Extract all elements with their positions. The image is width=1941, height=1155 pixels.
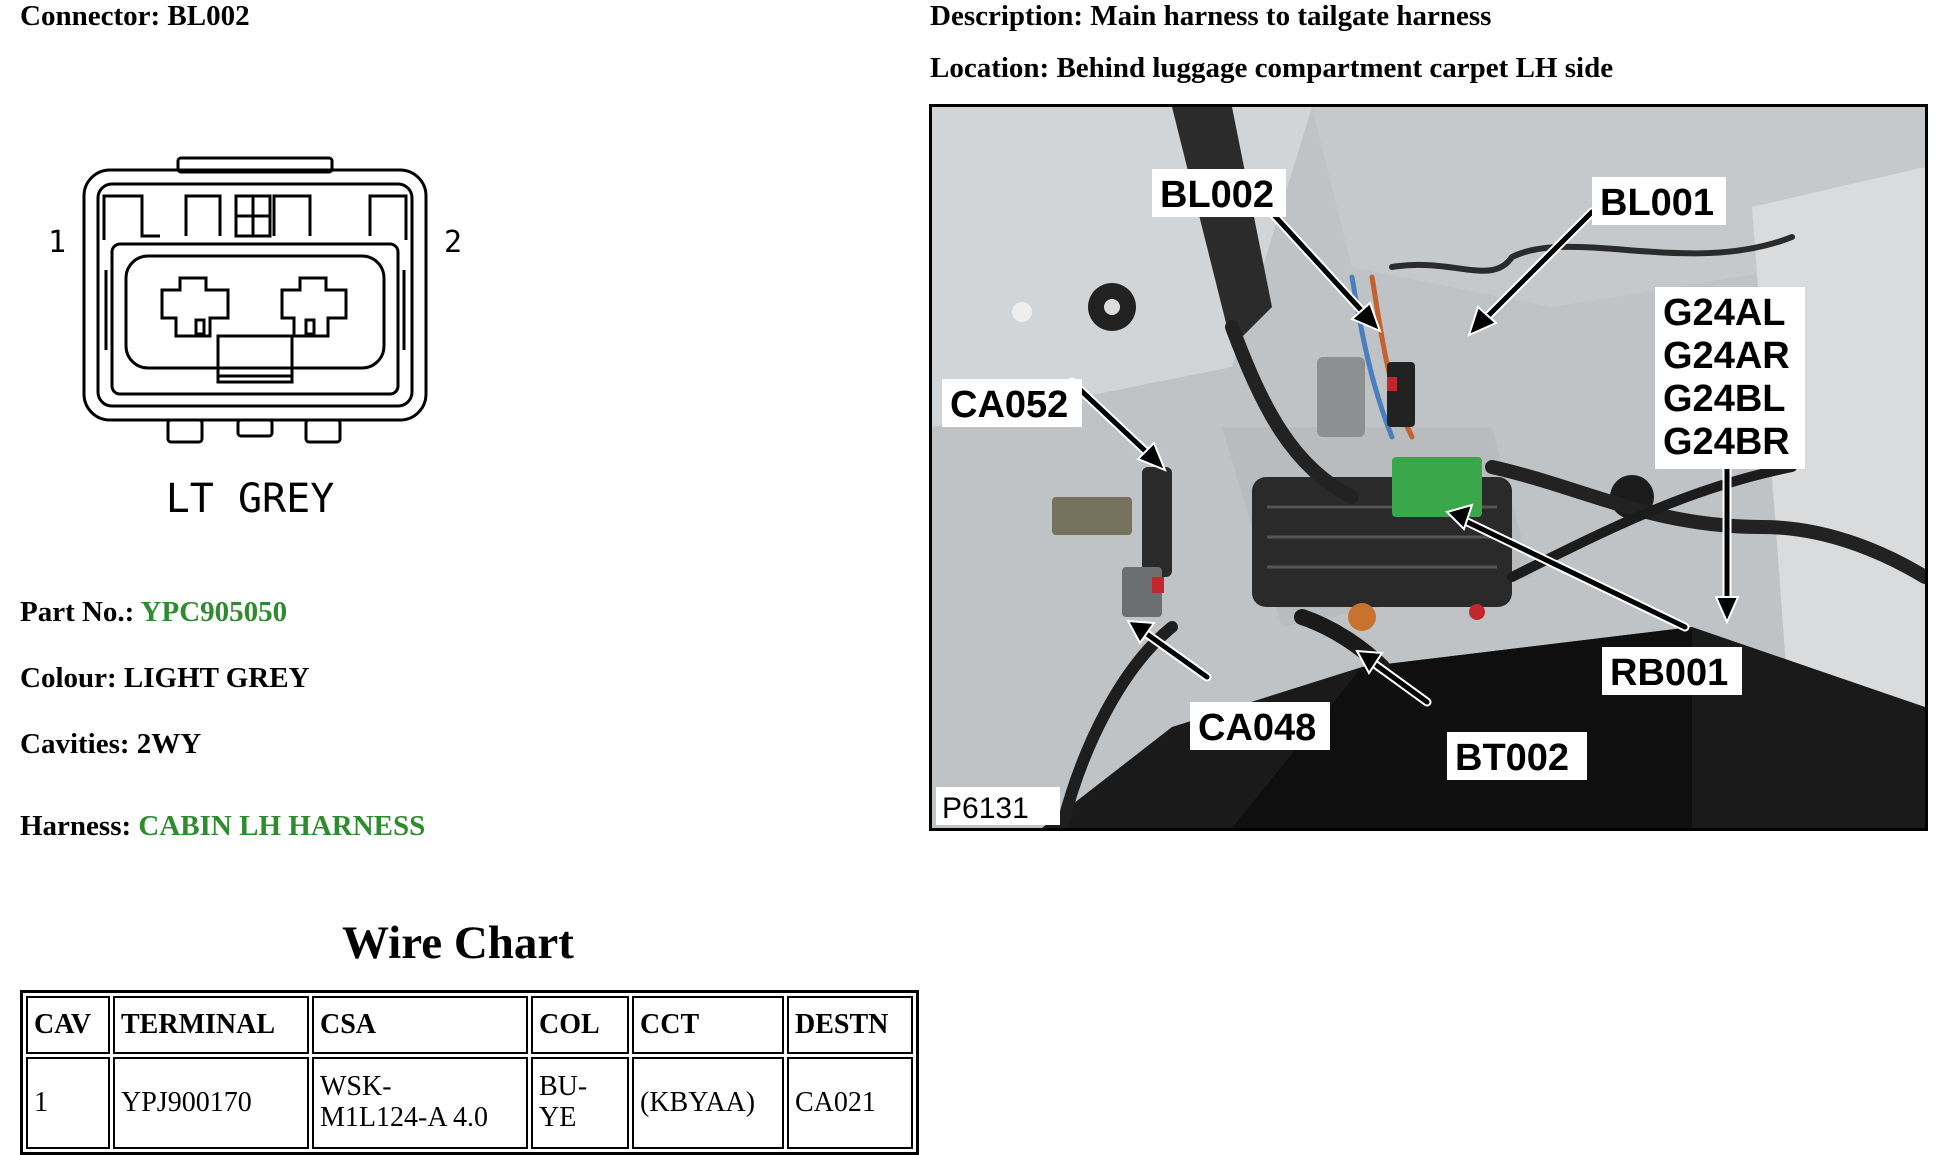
wire-chart-table: CAV TERMINAL CSA COL CCT DESTN 1 YPJ9001… — [20, 990, 919, 1155]
col-terminal: TERMINAL — [113, 996, 309, 1054]
callout-ca052: CA052 — [950, 384, 1068, 426]
connector-face-diagram: 1 2 LT GREY — [48, 156, 462, 522]
callout-ca048: CA048 — [1198, 707, 1316, 749]
col-csa: CSA — [312, 996, 528, 1054]
cell-cav: 1 — [26, 1057, 110, 1149]
description-text: Description: Main harness to tailgate ha… — [930, 0, 1492, 32]
callout-rb001: RB001 — [1610, 652, 1728, 694]
cell-terminal: YPJ900170 — [113, 1057, 309, 1149]
table-header-row: CAV TERMINAL CSA COL CCT DESTN — [26, 996, 913, 1054]
col-cct: CCT — [632, 996, 784, 1054]
location-photo-illustration: BL002 BL001 G24AL G24AR G24BL G24BR CA05… — [932, 107, 1925, 828]
cell-csa: WSK-M1L124-A 4.0 — [312, 1057, 528, 1149]
harness-text: Harness: CABIN LH HARNESS — [20, 810, 426, 842]
part-number: Part No.: YPC905050 — [20, 596, 288, 628]
cell-col: BU-YE — [531, 1057, 629, 1149]
photo-reference: P6131 — [942, 792, 1029, 825]
col-cav: CAV — [26, 996, 110, 1054]
callout-g24br: G24BR — [1663, 421, 1790, 463]
cell-cct: (KBYAA) — [632, 1057, 784, 1149]
pin-2-label: 2 — [444, 225, 462, 260]
table-row: 1 YPJ900170 WSK-M1L124-A 4.0 BU-YE (KBYA… — [26, 1057, 913, 1149]
wire-chart-title: Wire Chart — [342, 917, 574, 969]
connector-title: Connector: BL002 — [20, 0, 250, 32]
harness-link[interactable]: CABIN LH HARNESS — [138, 810, 426, 842]
part-number-link[interactable]: YPC905050 — [140, 596, 288, 628]
callout-g24bl: G24BL — [1663, 378, 1785, 420]
callout-bl002: BL002 — [1160, 174, 1274, 216]
location-photo: BL002 BL001 G24AL G24AR G24BL G24BR CA05… — [929, 104, 1928, 831]
callout-g24al: G24AL — [1663, 292, 1785, 334]
pin-1-label: 1 — [48, 225, 66, 260]
col-col: COL — [531, 996, 629, 1054]
diagram-colour-label: LT GREY — [166, 476, 335, 522]
colour-text: Colour: LIGHT GREY — [20, 662, 310, 694]
callout-bl001: BL001 — [1600, 182, 1714, 224]
location-text: Location: Behind luggage compartment car… — [930, 52, 1614, 84]
col-destn: DESTN — [787, 996, 913, 1054]
cavities-text: Cavities: 2WY — [20, 728, 202, 760]
callout-bt002: BT002 — [1455, 737, 1569, 779]
callout-g24ar: G24AR — [1663, 335, 1790, 377]
cell-destn: CA021 — [787, 1057, 913, 1149]
